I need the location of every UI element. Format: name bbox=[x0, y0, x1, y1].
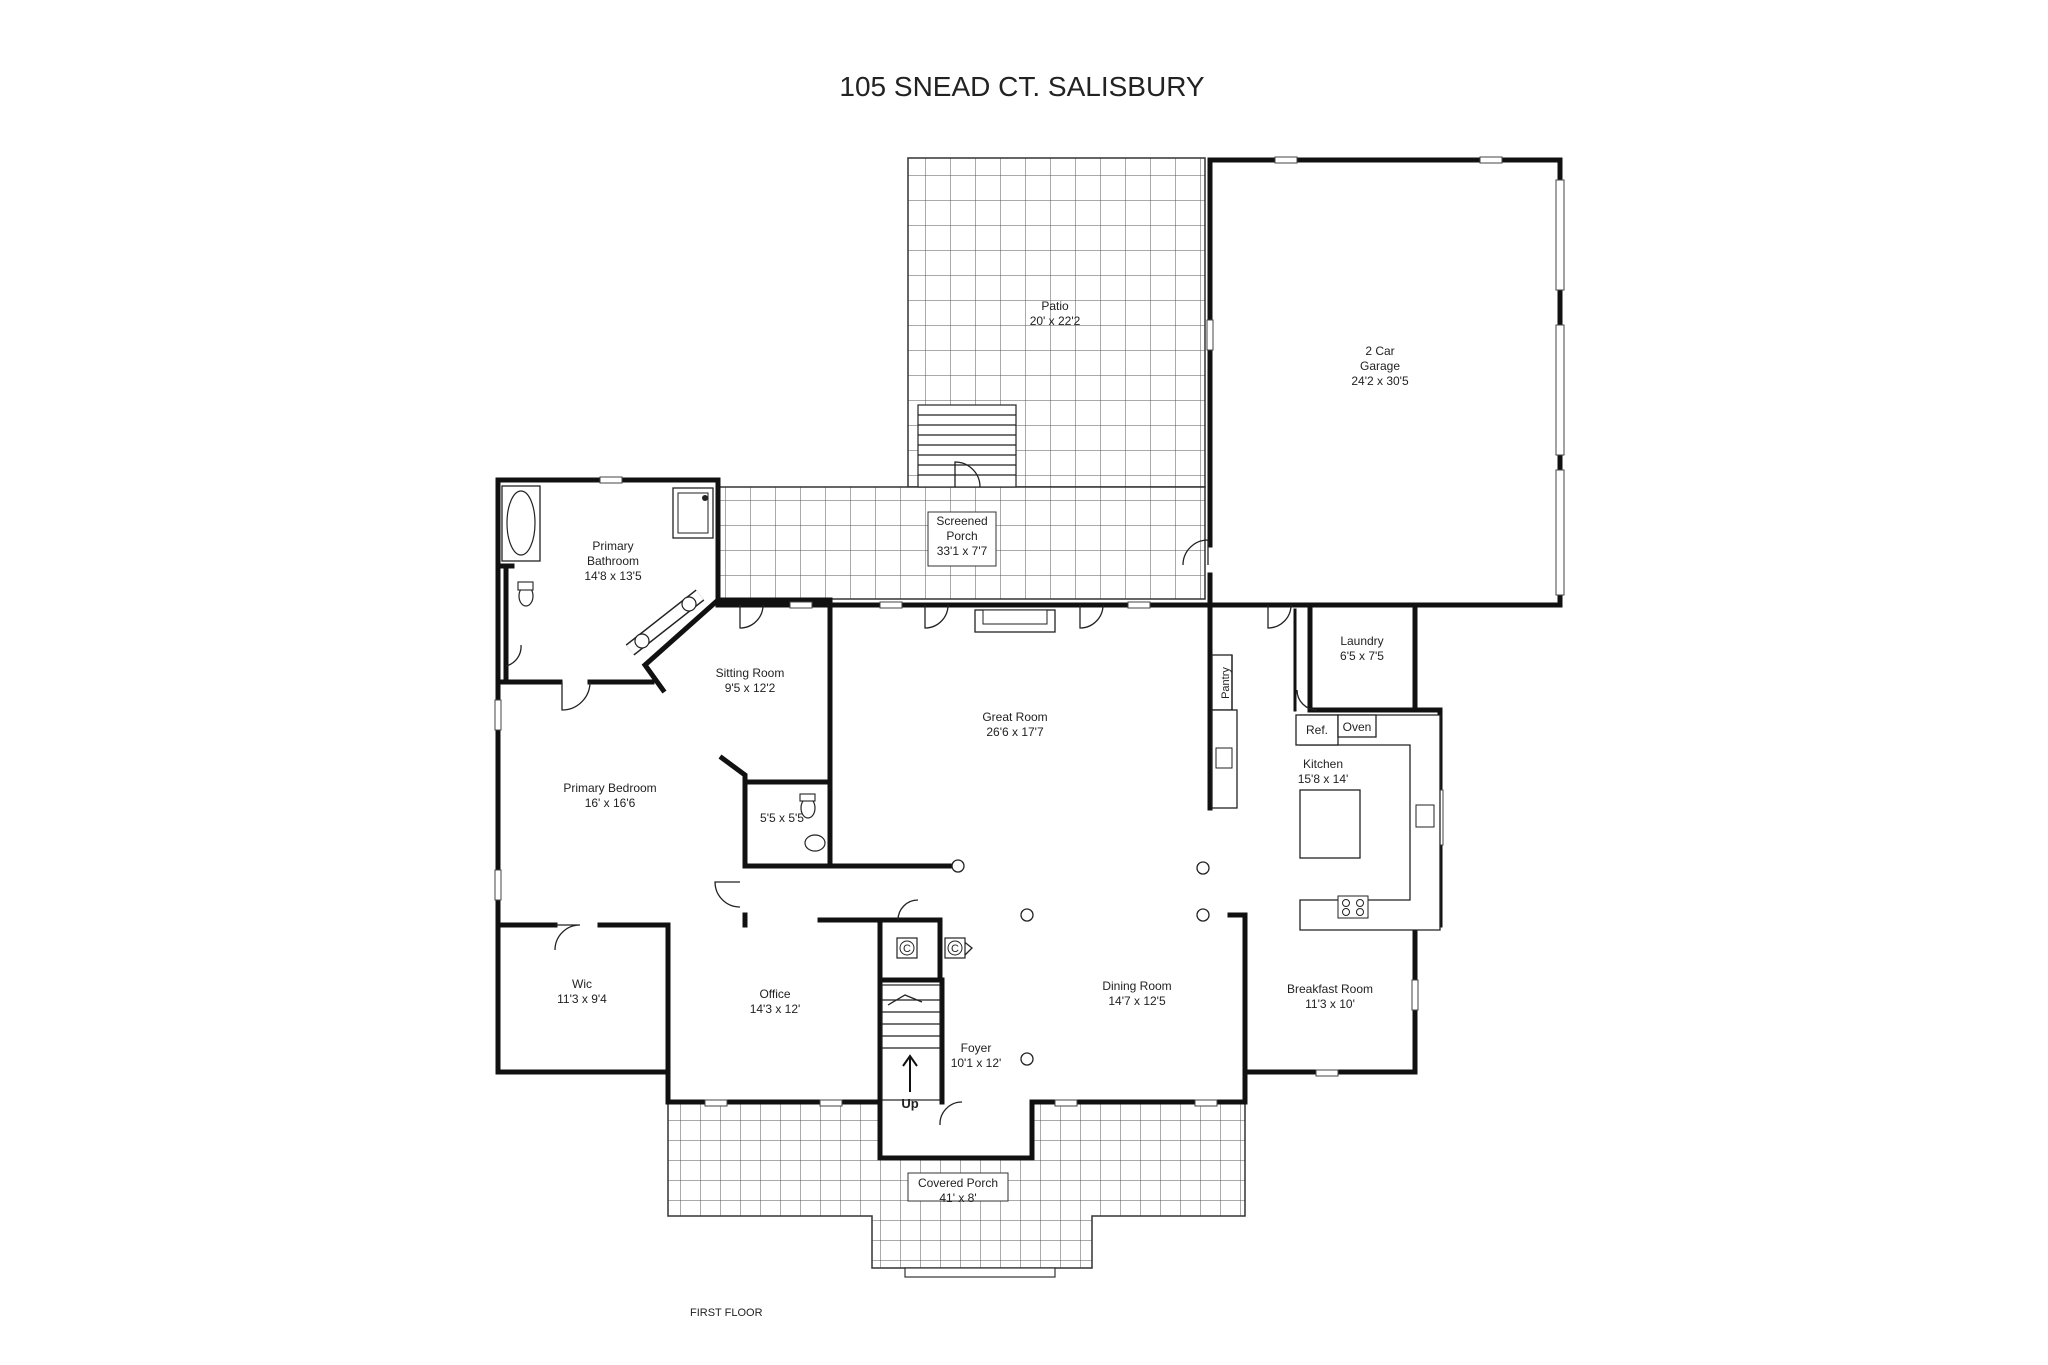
primary-bedroom-dims: 16' x 16'6 bbox=[585, 796, 636, 810]
primary-bedroom-name: Primary Bedroom bbox=[563, 781, 656, 795]
screened-porch-label-box bbox=[927, 511, 997, 567]
doors bbox=[505, 461, 1318, 1126]
wic-name: Wic bbox=[572, 977, 592, 991]
primary-bathroom-name-1: Bathroom bbox=[587, 554, 639, 568]
kitchen-name: Kitchen bbox=[1303, 757, 1343, 771]
breakfast-room-dims: 11'3 x 10' bbox=[1305, 997, 1355, 1011]
patio-name: Patio bbox=[1041, 299, 1069, 313]
garage-dims: 24'2 x 30'5 bbox=[1351, 374, 1409, 388]
screened-porch-name-1: Porch bbox=[946, 529, 977, 543]
ref-label: Ref. bbox=[1306, 723, 1328, 737]
covered-porch-label-box bbox=[907, 1172, 1009, 1202]
half-bath-dims: 5'5 x 5'5 bbox=[760, 811, 804, 825]
wic-dims: 11'3 x 9'4 bbox=[557, 992, 607, 1006]
breakfast-room-name: Breakfast Room bbox=[1287, 982, 1373, 996]
stairs: Up bbox=[881, 984, 941, 1111]
screened-porch-dims: 33'1 x 7'7 bbox=[937, 544, 988, 558]
dining-room-name: Dining Room bbox=[1102, 979, 1171, 993]
great-room-dims: 26'6 x 17'7 bbox=[986, 725, 1044, 739]
columns bbox=[951, 859, 1210, 1066]
floor-label: FIRST FLOOR bbox=[690, 1307, 763, 1319]
oven-label: Oven bbox=[1343, 720, 1372, 734]
closet-mark-1: C bbox=[903, 943, 911, 955]
primary-bathroom-dims: 14'8 x 13'5 bbox=[584, 569, 642, 583]
office-name: Office bbox=[759, 987, 790, 1001]
garage-name-1: Garage bbox=[1360, 359, 1400, 373]
patio-steps bbox=[917, 404, 1017, 488]
foyer-name: Foyer bbox=[961, 1041, 992, 1055]
screened-porch-name-0: Screened bbox=[936, 514, 987, 528]
laundry-name: Laundry bbox=[1340, 634, 1383, 648]
sitting-room-name: Sitting Room bbox=[716, 666, 785, 680]
laundry-dims: 6'5 x 7'5 bbox=[1340, 649, 1384, 663]
dining-room-dims: 14'7 x 12'5 bbox=[1108, 994, 1166, 1008]
plan-title: 105 SNEAD CT. SALISBURY bbox=[839, 71, 1205, 102]
closet-mark-2: C bbox=[951, 943, 959, 955]
fireplace bbox=[974, 609, 1056, 633]
covered-porch-dims: 41' x 8' bbox=[939, 1191, 976, 1205]
kitchen-fixtures bbox=[1211, 709, 1441, 931]
office-dims: 14'3 x 12' bbox=[750, 1002, 801, 1016]
pantry-label: Pantry bbox=[1220, 667, 1232, 699]
closet-markers: C C bbox=[896, 937, 966, 959]
stairs-up-label: Up bbox=[901, 1096, 918, 1111]
kitchen-dims: 15'8 x 14' bbox=[1298, 772, 1349, 786]
primary-bathroom-name-0: Primary bbox=[592, 539, 633, 553]
covered-porch-name: Covered Porch bbox=[918, 1176, 998, 1190]
interior-walls bbox=[495, 563, 1297, 1105]
bath-fixtures bbox=[501, 485, 826, 852]
patio-dims: 20' x 22'2 bbox=[1030, 314, 1081, 328]
porch-step bbox=[904, 1267, 1056, 1278]
sitting-room-dims: 9'5 x 12'2 bbox=[725, 681, 776, 695]
garage-name-0: 2 Car bbox=[1365, 344, 1394, 358]
great-room-name: Great Room bbox=[982, 710, 1047, 724]
foyer-dims: 10'1 x 12' bbox=[951, 1056, 1002, 1070]
